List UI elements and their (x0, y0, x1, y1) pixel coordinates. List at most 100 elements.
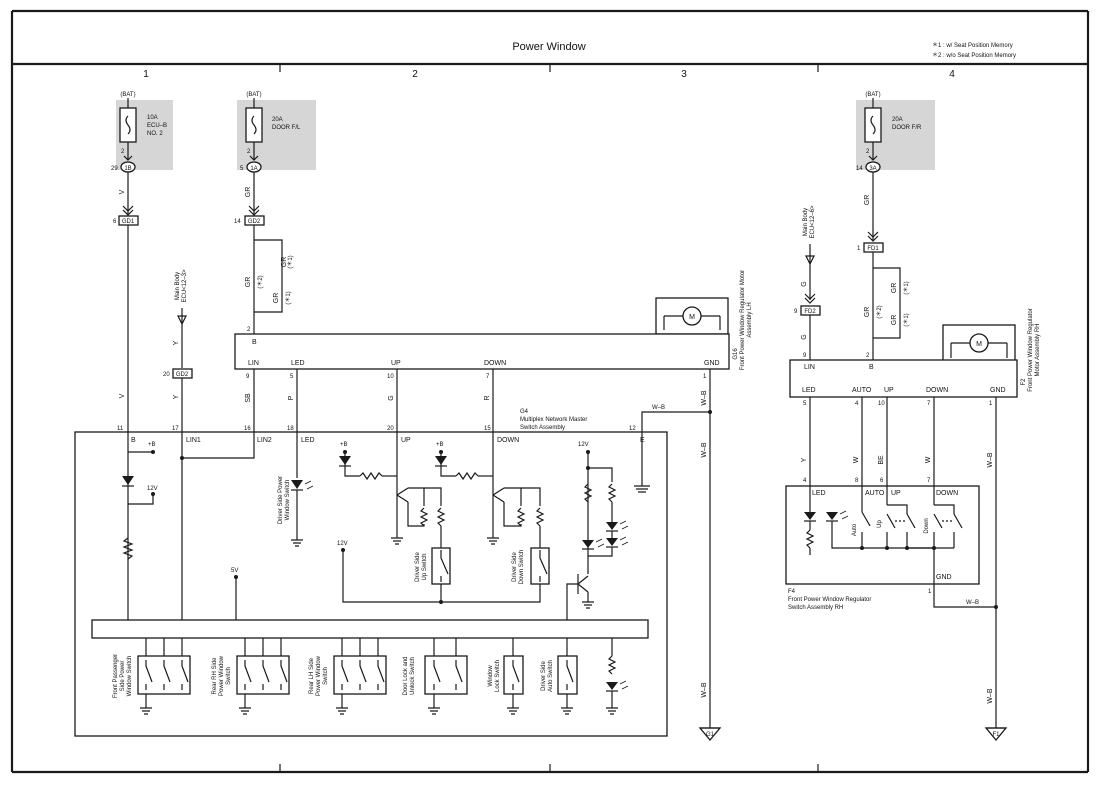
svg-text:14: 14 (856, 166, 863, 172)
svg-text:6: 6 (880, 478, 884, 484)
svg-text:5: 5 (240, 166, 244, 172)
g4-master-switch-assembly: B LIN1 LIN2 LED UP DOWN E +B 12V Driver … (74, 431, 668, 737)
column-1: 1 (143, 69, 149, 80)
svg-text:1: 1 (703, 374, 707, 380)
svg-text:Multiplex Network Master: Multiplex Network Master (520, 417, 587, 423)
svg-text:(＊1): (＊1) (287, 255, 294, 268)
column-3: 3 (681, 69, 687, 80)
svg-text:12: 12 (629, 426, 636, 432)
svg-text:8: 8 (855, 478, 859, 484)
note-1: ＊1 : w/ Seat Position Memory (932, 42, 1013, 49)
fuse-door-fr: (BAT) 20A DOOR F/R 2 3A 14 (856, 92, 935, 173)
svg-text:G1: G1 (706, 732, 715, 738)
svg-text:DOOR F/L: DOOR F/L (272, 125, 301, 131)
svg-text:DOWN: DOWN (936, 490, 958, 497)
svg-text:UP: UP (891, 490, 901, 497)
svg-text:LIN: LIN (248, 360, 259, 367)
wire-v-ecu-b: V GD1 6 V 11 (113, 172, 139, 432)
driver-auto-switch-group: Driver Side Auto Switch (541, 638, 578, 715)
svg-text:Up Switch: Up Switch (422, 553, 428, 580)
svg-text:20A: 20A (272, 117, 283, 123)
svg-text:FD1: FD1 (867, 246, 879, 252)
svg-text:Door Lock and: Door Lock and (403, 656, 409, 695)
svg-text:1: 1 (928, 589, 932, 595)
svg-text:(BAT): (BAT) (246, 92, 261, 98)
svg-text:W–B: W–B (701, 442, 708, 458)
ground-f1: F1 (984, 727, 1008, 742)
svg-text:DOWN: DOWN (484, 360, 506, 367)
svg-text:Switch Assembly RH: Switch Assembly RH (788, 605, 843, 611)
window-lock-switch-group: Window Lock Switch (488, 638, 524, 715)
svg-text:14: 14 (234, 219, 241, 225)
indicator-led (606, 638, 629, 715)
svg-text:GR: GR (864, 195, 871, 206)
main-body-ecu-12-3: Main Body ECU<12–3> Y GD2 20 Y 17 (163, 269, 193, 432)
svg-text:9: 9 (794, 309, 798, 315)
svg-text:(BAT): (BAT) (865, 92, 880, 98)
column-4: 4 (949, 69, 955, 80)
svg-text:LED: LED (812, 490, 826, 497)
svg-text:FD2: FD2 (804, 309, 816, 315)
svg-text:Y: Y (801, 457, 808, 462)
svg-text:F1: F1 (992, 732, 1000, 738)
svg-text:UP: UP (401, 437, 411, 444)
svg-text:AUTO: AUTO (865, 490, 885, 497)
svg-text:GR: GR (273, 293, 280, 304)
svg-text:ECU–B: ECU–B (147, 123, 167, 129)
svg-text:6: 6 (113, 219, 117, 225)
svg-text:7: 7 (927, 478, 931, 484)
svg-text:W–B: W–B (987, 688, 994, 704)
svg-text:LIN: LIN (804, 364, 815, 371)
svg-text:7: 7 (927, 401, 931, 407)
svg-text:W: W (853, 456, 860, 463)
svg-text:Switch: Switch (226, 667, 232, 685)
svg-text:Front Power Window Regulator: Front Power Window Regulator (1028, 308, 1034, 391)
svg-text:DOOR F/R: DOOR F/R (892, 125, 922, 131)
svg-text:15: 15 (484, 426, 491, 432)
svg-text:BE: BE (878, 455, 885, 465)
door-lock-switch-group: Door Lock and Unlock Switch (403, 638, 468, 715)
svg-text:Y: Y (173, 394, 180, 399)
svg-text:NO. 2: NO. 2 (147, 131, 163, 137)
svg-text:Front Power Window Regulator M: Front Power Window Regulator Motor (740, 270, 746, 370)
fuse-door-fl: (BAT) 20A DOOR F/L 2 1A 5 (237, 92, 316, 173)
svg-text:GND: GND (704, 360, 720, 367)
svg-text:Down: Down (924, 518, 930, 533)
svg-text:Power Window: Power Window (219, 655, 225, 696)
svg-text:+B: +B (340, 442, 348, 448)
svg-text:29: 29 (111, 166, 118, 172)
svg-text:W–B: W–B (701, 390, 708, 406)
svg-text:AUTO: AUTO (852, 387, 872, 394)
svg-text:Y: Y (173, 340, 180, 345)
svg-text:17: 17 (172, 426, 179, 432)
note-2: ＊2 : w/o Seat Position Memory (932, 52, 1016, 59)
svg-text:10A: 10A (147, 115, 158, 121)
svg-text:Main Body: Main Body (175, 272, 181, 300)
svg-text:4: 4 (803, 478, 807, 484)
svg-text:9: 9 (246, 374, 250, 380)
svg-text:G: G (388, 395, 395, 400)
rear-rh-switch-group: Rear RH Side Power Window Switch (212, 638, 290, 715)
svg-text:W–B: W–B (987, 452, 994, 468)
svg-text:12V: 12V (337, 541, 348, 547)
svg-text:Lock Switch: Lock Switch (495, 660, 501, 692)
svg-text:5: 5 (290, 374, 294, 380)
svg-text:(＊2): (＊2) (257, 275, 264, 288)
svg-text:P: P (288, 395, 295, 400)
svg-text:Window Switch: Window Switch (285, 480, 291, 521)
svg-text:1B: 1B (124, 166, 131, 172)
svg-text:UP: UP (391, 360, 401, 367)
svg-text:M: M (976, 341, 982, 348)
svg-text:3A: 3A (869, 166, 876, 172)
svg-text:20: 20 (387, 426, 394, 432)
svg-text:Front Power Window Regulator: Front Power Window Regulator (788, 597, 871, 603)
svg-text:LED: LED (291, 360, 305, 367)
svg-text:LED: LED (301, 437, 315, 444)
svg-text:ECU<12–6>: ECU<12–6> (810, 205, 816, 239)
g16-to-g4-wires: 9 SB 16 5 P 18 10 G 20 7 R 15 1 W–B W–B … (244, 369, 712, 728)
svg-text:7: 7 (486, 374, 490, 380)
svg-text:B: B (252, 339, 257, 346)
svg-text:Window Switch: Window Switch (127, 656, 133, 697)
svg-text:V: V (119, 189, 126, 194)
svg-text:Switch: Switch (323, 667, 329, 685)
